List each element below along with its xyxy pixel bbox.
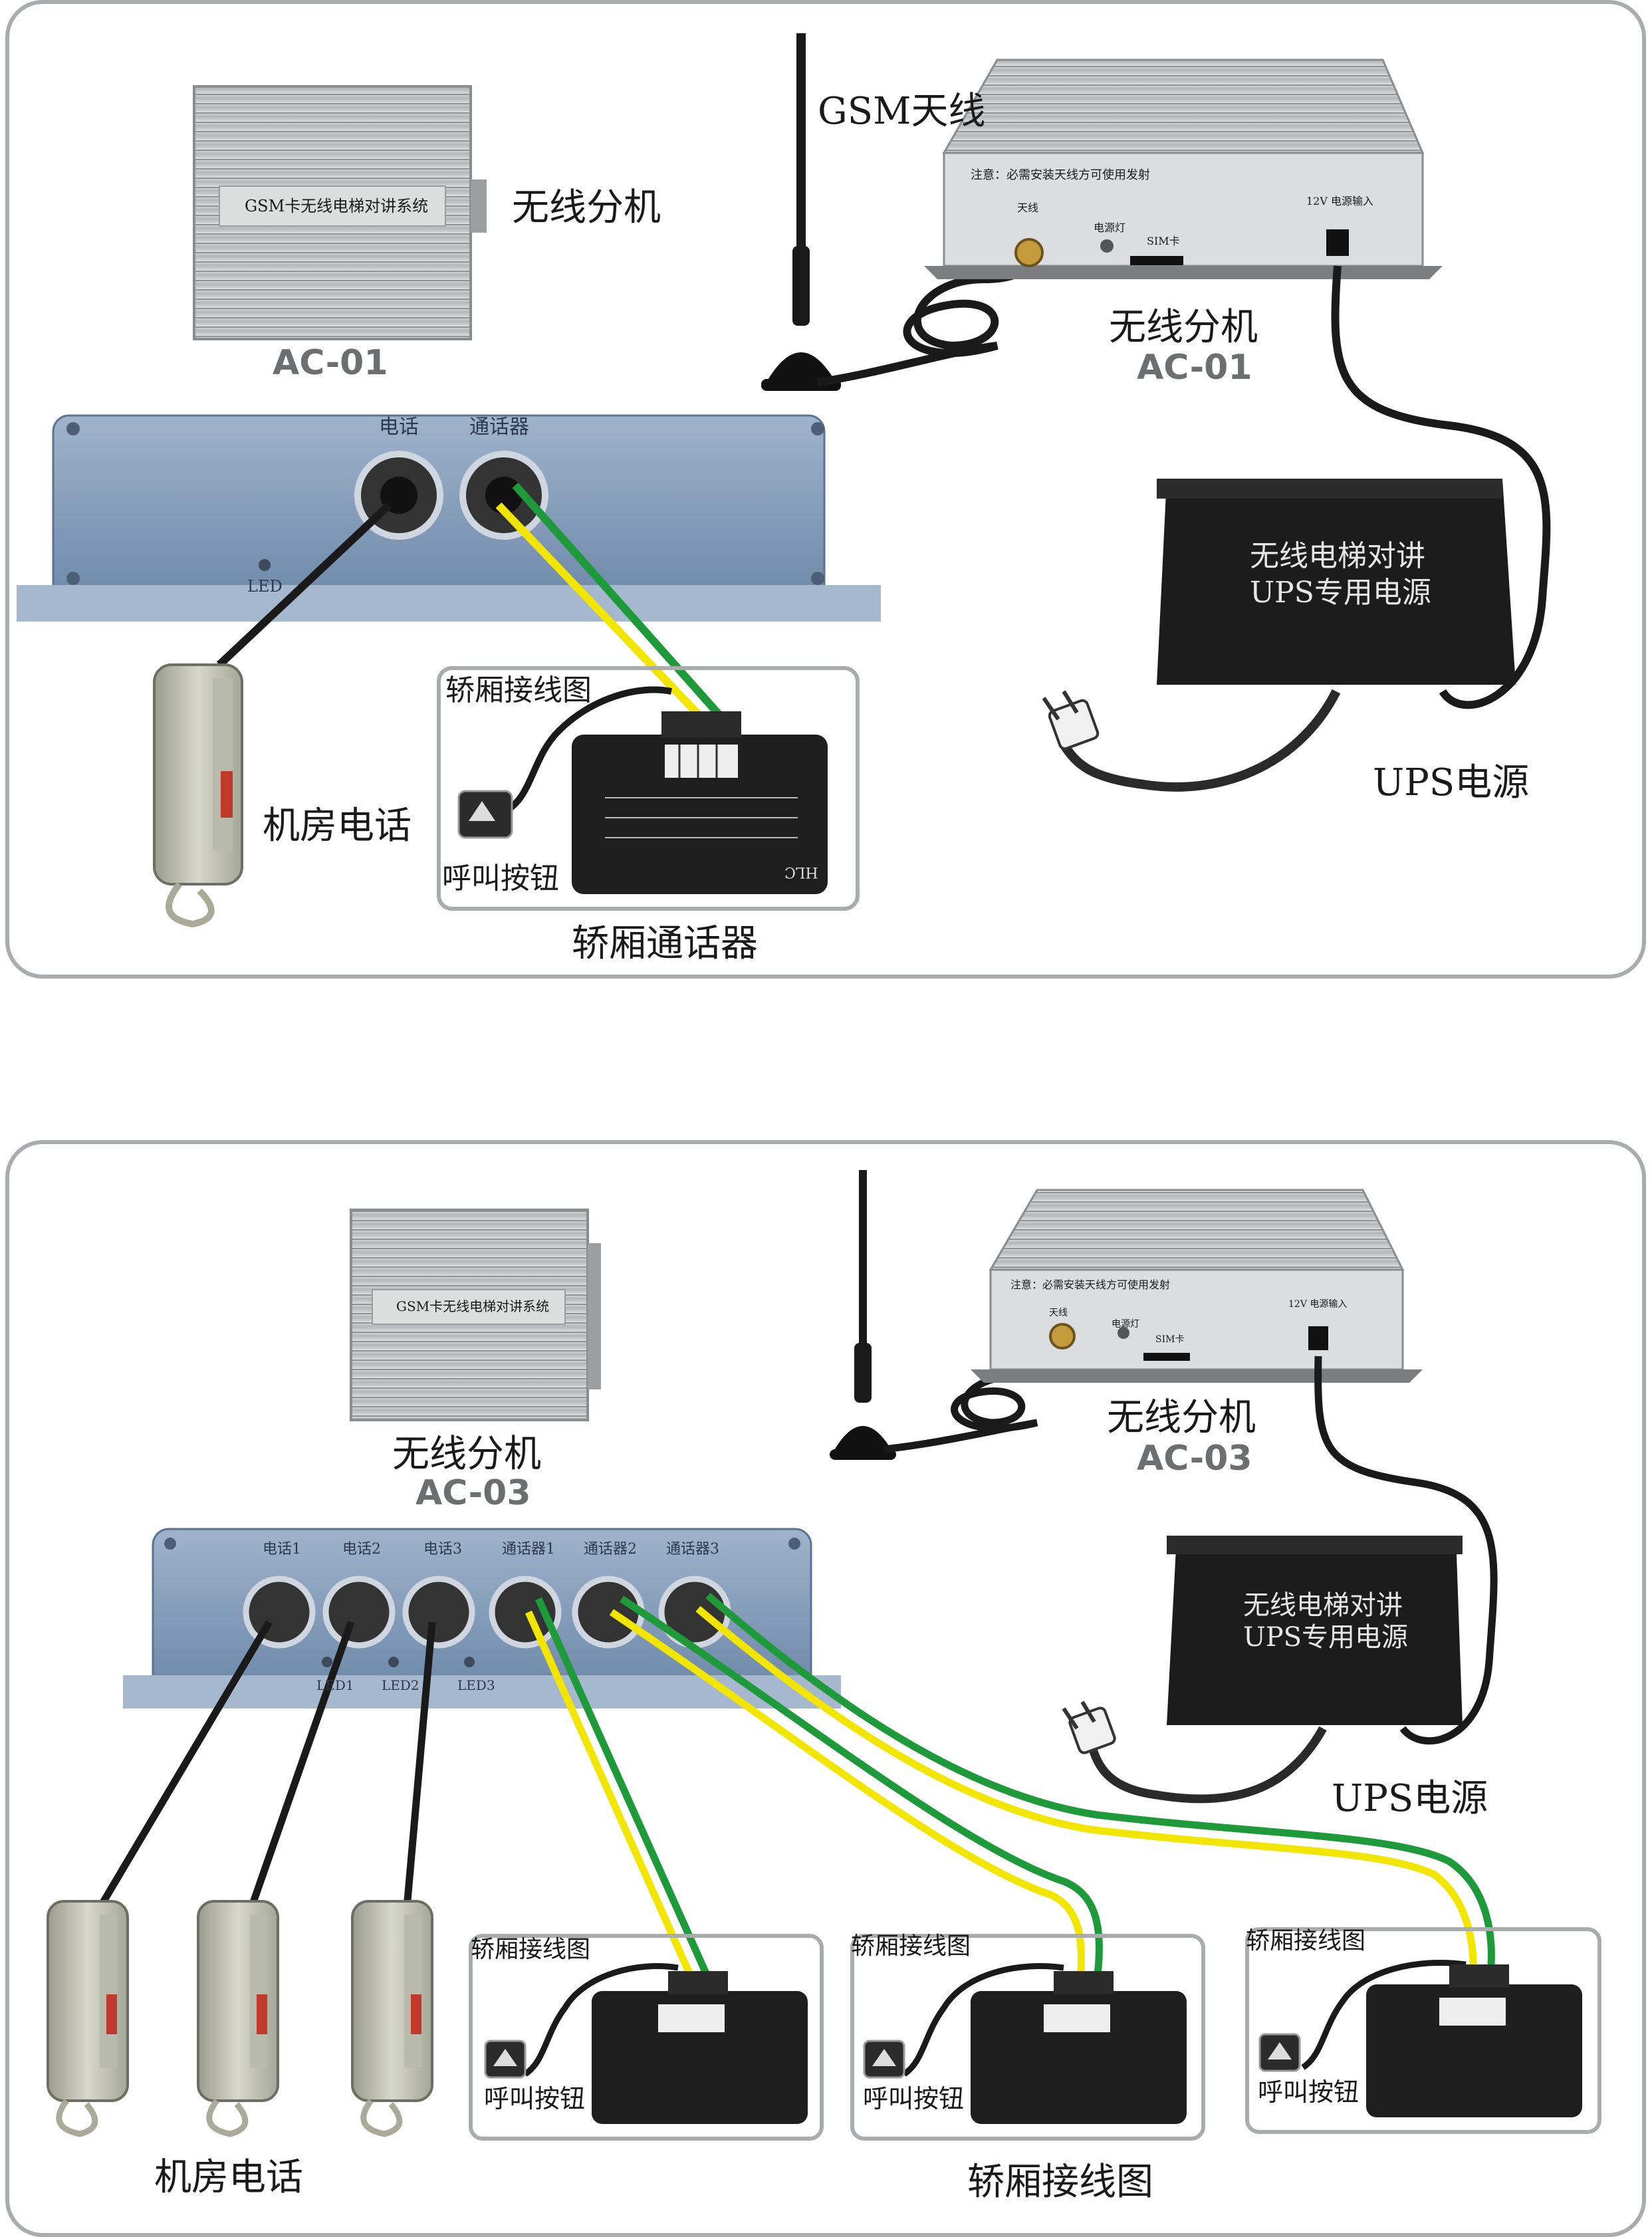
bottom-back-port-3: 电话3	[423, 1541, 462, 1558]
bottom-back-port-4: 通话器1	[502, 1541, 555, 1558]
top-gsm-notice: 注意：必需安装天线方可使用发射	[971, 168, 1150, 182]
bottom-machine-room-phone-2	[197, 1900, 279, 2137]
top-unit-model: AC-01	[273, 343, 388, 383]
top-car-box-brand: HLC	[784, 864, 818, 880]
top-unit-label: 无线分机	[512, 186, 661, 229]
top-unit-face-text: GSM卡无线电梯对讲系统	[245, 197, 429, 215]
bottom-car-wiring-title-3: 轿厢接线图	[1246, 1927, 1366, 1954]
top-gsm-antenna	[761, 33, 841, 391]
top-gsm-unit-model: AC-01	[1137, 348, 1252, 388]
bottom-back-led-2: LED2	[382, 1677, 419, 1693]
bottom-gsm-port-power-in: 12V 电源输入	[1288, 1299, 1348, 1310]
bottom-call-button-label-2: 呼叫按钮	[863, 2084, 965, 2113]
top-green-wire	[512, 483, 731, 727]
bottom-car-wiring-title-1: 轿厢接线图	[471, 1936, 591, 1963]
top-yellow-wire	[495, 502, 711, 728]
top-ups-line1: 无线电梯对讲	[1250, 539, 1425, 573]
bottom-car-wiring-box-1	[469, 1934, 824, 2141]
bottom-diagram-frame	[5, 1140, 1646, 2237]
top-machine-room-phone	[153, 663, 243, 928]
bottom-gsm-unit-label: 无线分机	[1107, 1396, 1256, 1439]
bottom-car-wiring-box-2	[850, 1934, 1205, 2141]
top-unit-ac01	[193, 85, 487, 340]
bottom-phone-wire-3	[403, 1621, 436, 1909]
bottom-intercom-wire-1-yellow	[525, 1610, 695, 1980]
top-gsm-port-sim: SIM卡	[1147, 235, 1180, 247]
top-call-button-label: 呼叫按钮	[442, 862, 559, 895]
bottom-unit-model: AC-03	[415, 1473, 531, 1513]
top-gsm-port-power-in: 12V 电源输入	[1306, 195, 1374, 207]
top-gsm-port-power-led: 电源灯	[1094, 221, 1126, 234]
top-car-intercom-label: 轿厢通话器	[572, 922, 758, 965]
bottom-gsm-port-power-led: 电源灯	[1112, 1319, 1139, 1330]
bottom-call-button-label-3: 呼叫按钮	[1258, 2077, 1359, 2107]
bottom-ups-plug	[1062, 1701, 1327, 1804]
bottom-back-port-1: 电话1	[263, 1541, 301, 1558]
bottom-unit-face-text: GSM卡无线电梯对讲系统	[396, 1298, 550, 1314]
bottom-intercom-wire-1-green	[534, 1597, 712, 1980]
top-back-led: LED	[247, 577, 283, 596]
top-ups-line2: UPS专用电源	[1250, 576, 1431, 610]
top-gsm-port-antenna: 天线	[1017, 201, 1039, 214]
top-power-cable	[1331, 265, 1551, 709]
bottom-unit-ac03	[350, 1209, 601, 1421]
top-car-wiring-frame	[437, 666, 860, 911]
bottom-call-button-label-1: 呼叫按钮	[484, 2084, 586, 2113]
bottom-machine-room-phone-1	[47, 1900, 129, 2137]
bottom-back-led-1: LED1	[316, 1677, 354, 1693]
bottom-intercom-wire-3-yellow	[695, 1605, 1477, 1985]
top-ups-plug	[1042, 689, 1341, 792]
top-back-port-intercom: 通话器	[469, 415, 529, 439]
bottom-gsm-antenna	[830, 1170, 896, 1460]
bottom-power-cable	[1314, 1355, 1498, 1745]
top-car-intercom-box	[503, 686, 828, 894]
bottom-phone-wire-2	[247, 1621, 355, 1909]
bottom-ups-label: UPS电源	[1332, 1777, 1488, 1820]
bottom-back-port-6: 通话器3	[666, 1541, 719, 1558]
bottom-gsm-port-sim: SIM卡	[1155, 1334, 1185, 1345]
bottom-back-port-2: 电话2	[342, 1541, 381, 1558]
bottom-car-wiring-caption: 轿厢接线图	[967, 2161, 1153, 2204]
bottom-intercom-wire-3-green	[705, 1592, 1495, 1985]
bottom-machine-room-phone-3	[351, 1900, 433, 2137]
top-gsm-unit-label: 无线分机	[1109, 306, 1258, 349]
bottom-machine-room-phone-label: 机房电话	[154, 2156, 303, 2199]
top-antenna-cable	[817, 230, 1036, 386]
top-call-button	[457, 790, 513, 839]
bottom-gsm-unit-model: AC-03	[1137, 1439, 1252, 1478]
bottom-back-port-5: 通话器2	[584, 1541, 637, 1558]
bottom-ups-line1: 无线电梯对讲	[1243, 1590, 1403, 1621]
bottom-intercom-wire-2-green	[619, 1595, 1103, 1982]
top-phone-wire	[216, 502, 392, 668]
bottom-gsm-port-antenna: 天线	[1049, 1308, 1068, 1318]
top-back-panel	[17, 414, 881, 622]
bottom-ups-line2: UPS专用电源	[1243, 1622, 1409, 1653]
bottom-phone-wire-1	[96, 1620, 273, 1910]
bottom-unit-label: 无线分机	[392, 1433, 541, 1476]
bottom-gsm-unit	[971, 1189, 1423, 1383]
top-antenna-label: GSM天线	[818, 90, 986, 133]
bottom-ups-box	[1167, 1536, 1463, 1725]
top-machine-room-phone-label: 机房电话	[263, 804, 412, 848]
bottom-back-led-3: LED3	[457, 1677, 495, 1693]
top-ups-box	[1157, 479, 1516, 685]
top-ups-label: UPS电源	[1373, 761, 1530, 804]
top-back-port-phone: 电话	[379, 415, 419, 439]
bottom-gsm-notice: 注意：必需安装天线方可使用发射	[1010, 1278, 1171, 1291]
bottom-car-wiring-title-2: 轿厢接线图	[851, 1933, 971, 1960]
top-gsm-unit	[924, 59, 1443, 279]
bottom-back-panel	[123, 1528, 841, 1708]
bottom-car-wiring-box-3	[1245, 1927, 1601, 2134]
bottom-intercom-wire-2-yellow	[609, 1609, 1085, 1982]
top-car-wiring-title: 轿厢接线图	[445, 673, 592, 707]
